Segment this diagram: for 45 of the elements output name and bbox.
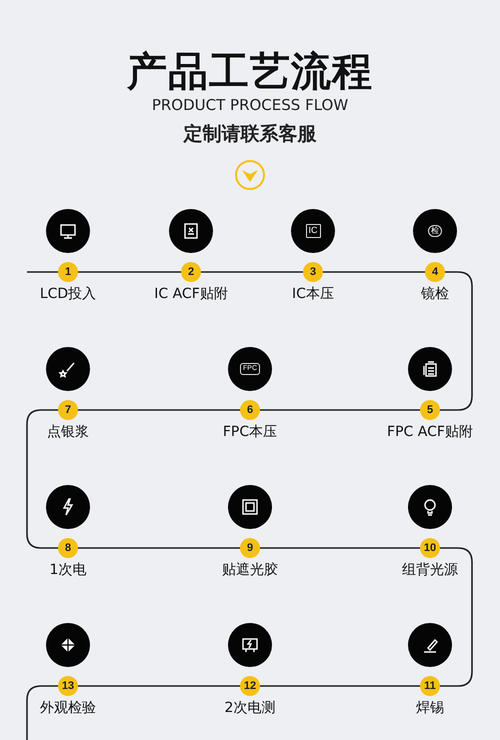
connector-line <box>26 409 59 549</box>
step-label: IC ACF贴附 <box>154 285 228 303</box>
connector-line <box>322 271 426 273</box>
connector-line <box>259 547 421 549</box>
note: 定制请联系客服 <box>182 122 318 147</box>
connector-line <box>439 547 473 687</box>
step-label: 外观检验 <box>40 699 96 717</box>
step-number-badge: 4 <box>425 262 445 282</box>
step-label: IC本压 <box>292 285 334 303</box>
connector-line <box>259 409 421 411</box>
step-label: LCD投入 <box>40 285 96 303</box>
step-number-badge: 7 <box>58 400 78 420</box>
step-number-badge: 2 <box>181 262 201 282</box>
step-label: 焊锡 <box>416 699 444 717</box>
connector-line <box>439 271 473 411</box>
step-number-badge: 8 <box>58 538 78 558</box>
connector-line <box>26 685 59 740</box>
icon-text: IC <box>306 224 320 238</box>
step-number-badge: 6 <box>240 400 260 420</box>
step-label: 贴遮光胶 <box>222 561 278 579</box>
step-number-badge: 5 <box>420 400 440 420</box>
step-label: 点银浆 <box>47 423 89 441</box>
connector-line <box>77 547 241 549</box>
step-label: 2次电测 <box>224 699 276 717</box>
step-number-badge: 9 <box>240 538 260 558</box>
connector-line <box>27 271 59 273</box>
step-number-badge: 12 <box>240 676 260 696</box>
subtitle: PRODUCT PROCESS FLOW <box>150 96 350 114</box>
step-label: FPC ACF贴附 <box>387 423 473 441</box>
step-number-badge: 1 <box>58 262 78 282</box>
step-number-badge: 10 <box>420 538 440 558</box>
connector-line <box>77 685 241 687</box>
step-number-badge: 13 <box>58 676 78 696</box>
step-label: FPC本压 <box>222 423 278 441</box>
step-label: 1次电 <box>50 561 86 579</box>
connector-line <box>200 271 304 273</box>
connector-line <box>259 685 421 687</box>
connector-line <box>77 409 241 411</box>
title: 产品工艺流程 <box>126 48 374 97</box>
step-number-badge: 3 <box>303 262 323 282</box>
step-label: 组背光源 <box>402 561 458 579</box>
step-label: 镜检 <box>421 285 449 303</box>
icon-text: 检 <box>428 224 442 238</box>
connector-line <box>77 271 182 273</box>
step-number-badge: 11 <box>420 676 440 696</box>
